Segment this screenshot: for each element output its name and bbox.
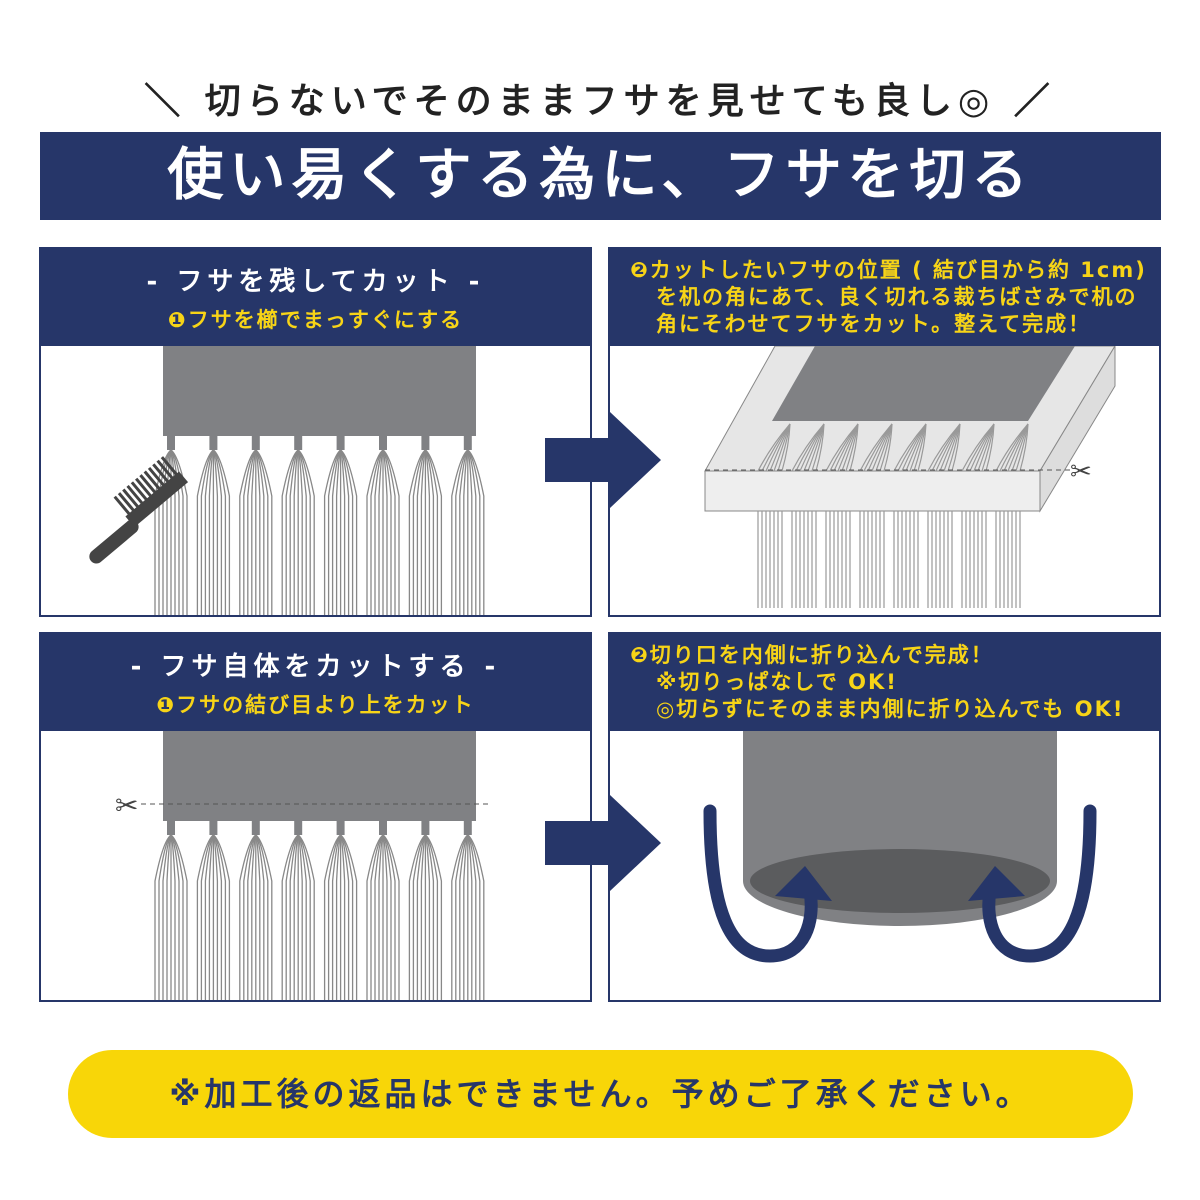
panel-title: - フサ自体をカットする - xyxy=(130,652,501,682)
scissors-icon: ✂ xyxy=(115,789,138,822)
panel-title: - フサを残してカット - xyxy=(146,267,485,297)
fringe-strand xyxy=(382,834,400,1000)
step-line: 角にそわせてフサをカット。整えて完成！ xyxy=(656,312,1092,336)
arrow-right-icon xyxy=(545,412,661,508)
fringe-strand xyxy=(255,449,273,615)
tassel-knot xyxy=(294,821,303,835)
fringe-strand xyxy=(297,449,315,615)
tassel-knot xyxy=(336,821,345,835)
fringe-strand xyxy=(170,449,188,615)
panel-desk-cut: ❷カットしたいフサの位置 ( 結び目から約 1cm) を机の角にあて、良く切れる裁… xyxy=(608,247,1161,617)
step-line: ◎切らずにそのまま内側に折り込んでも OK! xyxy=(656,697,1125,721)
tassel-knot xyxy=(421,821,430,835)
tassel-knot xyxy=(167,436,175,450)
cut-fringe-illustration: ✂ xyxy=(115,731,491,1000)
step-line: ※切りっぱなしで OK! xyxy=(656,670,898,694)
fringe-strand xyxy=(424,449,443,615)
fringe-strand xyxy=(212,449,231,615)
fringe-strand xyxy=(340,449,358,615)
tassel-knot xyxy=(379,821,387,835)
panel-keep-fringe-cut: - フサを残してカット - ❶フサを櫛でまっすぐにする xyxy=(39,247,592,617)
tassel-knot xyxy=(251,436,260,450)
tassel-knot xyxy=(251,821,260,835)
panel-fold-in: ❷切り口を内側に折り込んで完成！ ※切りっぱなしで OK! ◎切らずにそのまま内側に… xyxy=(608,632,1161,1002)
fringe-strand xyxy=(467,449,485,615)
tassel-knot xyxy=(336,436,345,450)
notice-banner: ※加工後の返品はできません。予めご了承ください。 xyxy=(68,1050,1133,1138)
fold-in-illustration xyxy=(703,731,1097,963)
tassel-knot xyxy=(463,821,472,835)
comb-fringe-illustration xyxy=(89,346,485,615)
scissors-icon: ✂ xyxy=(1070,457,1092,487)
tassel-knot xyxy=(379,436,387,450)
fringe-strand xyxy=(382,449,400,615)
step-line: を机の角にあて、良く切れる裁ちばさみで机の xyxy=(656,285,1138,309)
step-line: ❷カットしたいフサの位置 ( 結び目から約 1cm) xyxy=(630,258,1147,282)
step-line: ❷切り口を内側に折り込んで完成！ xyxy=(630,643,994,667)
fringe-strand xyxy=(212,834,231,1000)
fringe-strand xyxy=(170,834,188,1000)
step-text: ❶フサを櫛でまっすぐにする xyxy=(167,308,464,332)
fringe-strand xyxy=(340,834,358,1000)
tassel-knot xyxy=(209,436,218,450)
comb-icon xyxy=(89,456,189,564)
desk-cut-illustration: ✂ xyxy=(704,346,1116,608)
tassel-knot xyxy=(463,436,472,450)
fringe-strand xyxy=(255,834,273,1000)
tassel-knot xyxy=(209,821,218,835)
arrow-right-icon xyxy=(545,795,661,891)
fringe-strand xyxy=(297,834,315,1000)
fringe-strand xyxy=(424,834,443,1000)
subtitle: ＼ 切らないでそのままフサを見せても良し◎ ／ xyxy=(144,81,1056,122)
fringe-strand xyxy=(467,834,485,1000)
tassel-knot xyxy=(421,436,430,450)
tassel-knot xyxy=(167,821,175,835)
panel-cut-fringe: - フサ自体をカットする - ❶フサの結び目より上をカット ✂ xyxy=(39,632,592,1002)
tassel-knot xyxy=(294,436,303,450)
title-banner: 使い易くする為に、フサを切る xyxy=(40,132,1161,220)
step-text: ❶フサの結び目より上をカット xyxy=(156,693,475,717)
